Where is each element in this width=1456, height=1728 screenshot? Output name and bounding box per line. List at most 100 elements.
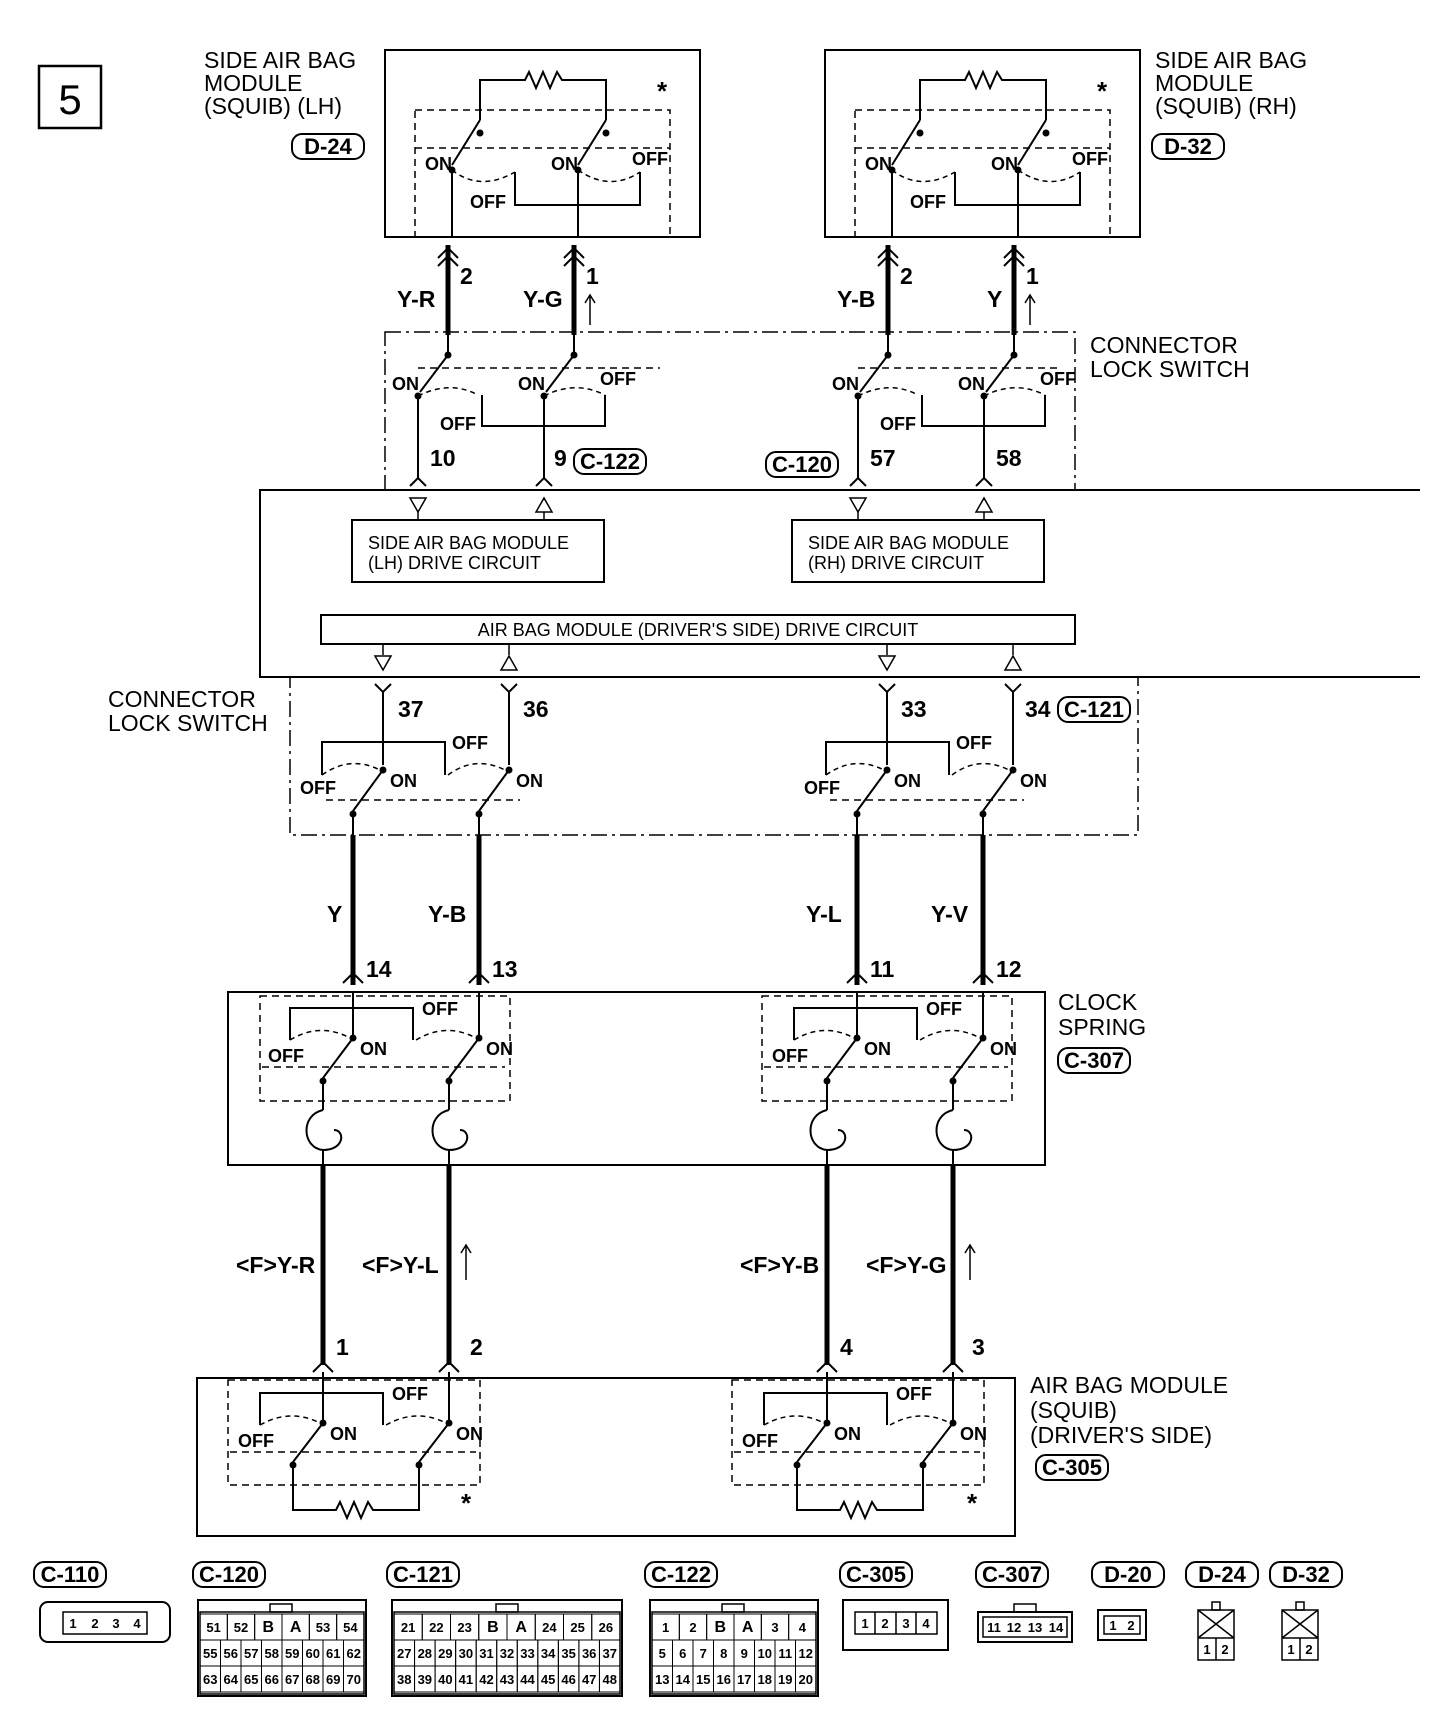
connector-pin-label: 19 (778, 1672, 792, 1687)
legend-c307-name: C-307 (982, 1562, 1042, 1587)
pin-number: 34 (1025, 696, 1051, 722)
connector-pin-label: 58 (265, 1646, 279, 1661)
connector-pin-label: 4 (799, 1620, 807, 1635)
connector-pin-label: 5 (659, 1646, 666, 1661)
sw-off: OFF (742, 1431, 778, 1451)
legend-d24-pin: 2 (1221, 1642, 1228, 1657)
connector-pin-label: 60 (306, 1646, 320, 1661)
wire-color: Y-B (837, 286, 875, 312)
connector-pin-label: 70 (347, 1672, 361, 1687)
legend-c307-pin: 12 (1007, 1620, 1021, 1635)
sw-off: OFF (452, 733, 488, 753)
pin-number: 4 (840, 1334, 853, 1360)
rh-drive-circuit-label-2: (RH) DRIVE CIRCUIT (808, 553, 984, 573)
wire-color: <F>Y-R (236, 1252, 316, 1278)
connector-pin-label: 11 (778, 1646, 792, 1661)
driver-module-label-2: (SQUIB) (1030, 1397, 1117, 1423)
side-rh-label-3: (SQUIB) (RH) (1155, 93, 1297, 119)
legend-c110-pin: 3 (112, 1616, 119, 1631)
connector-pin-label: 22 (429, 1620, 443, 1635)
page-number: 5 (58, 76, 81, 123)
lower-connector-lock-switch: CONNECTOR LOCK SWITCH 37 36 33 34 C-121 … (108, 676, 1139, 836)
pin-number: 57 (870, 445, 896, 471)
connector-pin-label: 40 (438, 1672, 452, 1687)
connector-pin-label: 55 (203, 1646, 217, 1661)
sw-on: ON (990, 1039, 1017, 1059)
connector-pin-label: 31 (479, 1646, 493, 1661)
connector-pin-label: 52 (234, 1620, 248, 1635)
sw-off: OFF (600, 369, 636, 389)
connector-pin-label: 38 (397, 1672, 411, 1687)
connector-pin-label: 7 (700, 1646, 707, 1661)
pin-number: 13 (492, 956, 518, 982)
connector-pin-label: 51 (206, 1620, 220, 1635)
connector-pin-label: 42 (479, 1672, 493, 1687)
clock-spring: CLOCK SPRING C-307 OFF ON OFF ON OFF (227, 989, 1146, 1166)
legend-d24-name: D-24 (1198, 1562, 1246, 1587)
top-wires: Y-R Y-G Y-B Y 2 1 2 1 (397, 245, 1039, 335)
sw-on: ON (516, 771, 543, 791)
side-rh-connector: D-32 (1164, 134, 1212, 159)
connector-pin-label: 44 (520, 1672, 535, 1687)
legend-c305-pin: 3 (902, 1616, 909, 1631)
legend-d32-pin: 1 (1287, 1642, 1294, 1657)
upper-connector-lock-switch: CONNECTOR LOCK SWITCH ON ON OFF OFF ON O… (384, 331, 1250, 491)
connector-cell (795, 1665, 817, 1693)
legend-c305-pin: 4 (922, 1616, 930, 1631)
connector-pin-label: 6 (679, 1646, 686, 1661)
connector-tag-c120: C-120 (772, 452, 832, 477)
rh-drive-circuit-label-1: SIDE AIR BAG MODULE (808, 533, 1009, 553)
pin-number: 33 (901, 696, 927, 722)
wire-color: Y-R (397, 286, 436, 312)
pin-number: 37 (398, 696, 424, 722)
pin-number: 1 (1026, 263, 1039, 289)
connector-pin-label: 63 (203, 1672, 217, 1687)
lower-lock-label-1: CONNECTOR (108, 686, 256, 712)
legend-d20-pin: 1 (1109, 1618, 1116, 1633)
sw-off: OFF (470, 192, 506, 212)
connector-pin-label: 45 (541, 1672, 555, 1687)
sw-on: ON (518, 374, 545, 394)
legend-c305-pin: 2 (881, 1616, 888, 1631)
pin-number: 1 (586, 263, 599, 289)
legend-c307-pin: 14 (1049, 1620, 1064, 1635)
sw-on: ON (832, 374, 859, 394)
legend-d24-pin: 1 (1203, 1642, 1210, 1657)
driver-airbag-module: AIR BAG MODULE (SQUIB) (DRIVER'S SIDE) C… (196, 1372, 1228, 1537)
sw-off: OFF (956, 733, 992, 753)
pin-number: 2 (900, 263, 913, 289)
side-rh-label-2: MODULE (1155, 70, 1253, 96)
pin-number: 1 (336, 1334, 349, 1360)
wire-color: Y (327, 901, 342, 927)
connector-pin-label: 36 (582, 1646, 596, 1661)
side-lh-label-1: SIDE AIR BAG (204, 47, 356, 73)
connector-pin-label: 59 (285, 1646, 299, 1661)
connector-pin-label: 62 (347, 1646, 361, 1661)
lh-drive-circuit-label-1: SIDE AIR BAG MODULE (368, 533, 569, 553)
pin-number: 9 (554, 445, 567, 471)
connector-pin-label: 29 (438, 1646, 452, 1661)
sw-off: OFF (772, 1046, 808, 1066)
clock-spring-label-2: SPRING (1058, 1014, 1146, 1040)
pin-number: 2 (460, 263, 473, 289)
wire-color: <F>Y-G (866, 1252, 947, 1278)
bottom-wires: <F>Y-R <F>Y-L <F>Y-B <F>Y-G 1 2 4 3 (236, 1165, 985, 1373)
connector-pin-label: 65 (244, 1672, 258, 1687)
connector-pin-label: 48 (602, 1672, 616, 1687)
connector-pin-label: 56 (224, 1646, 238, 1661)
connector-pin-label: 21 (401, 1620, 415, 1635)
connector-pin-label: B (263, 1619, 275, 1636)
legend-c305-name: C-305 (846, 1562, 906, 1587)
legend-d20-pin: 2 (1127, 1618, 1134, 1633)
legend-c110-pin: 4 (133, 1616, 141, 1631)
connector-pin-label: 35 (561, 1646, 575, 1661)
legend-c307-pin: 11 (987, 1620, 1001, 1635)
connector-pin-label: 3 (771, 1620, 778, 1635)
sw-off: OFF (238, 1431, 274, 1451)
pin-number: 2 (470, 1334, 483, 1360)
legend-c110-name: C-110 (41, 1562, 100, 1587)
star: * (967, 1488, 978, 1518)
side-lh-connector: D-24 (304, 134, 352, 159)
connector-pin-label: 26 (599, 1620, 613, 1635)
sw-off: OFF (632, 149, 668, 169)
